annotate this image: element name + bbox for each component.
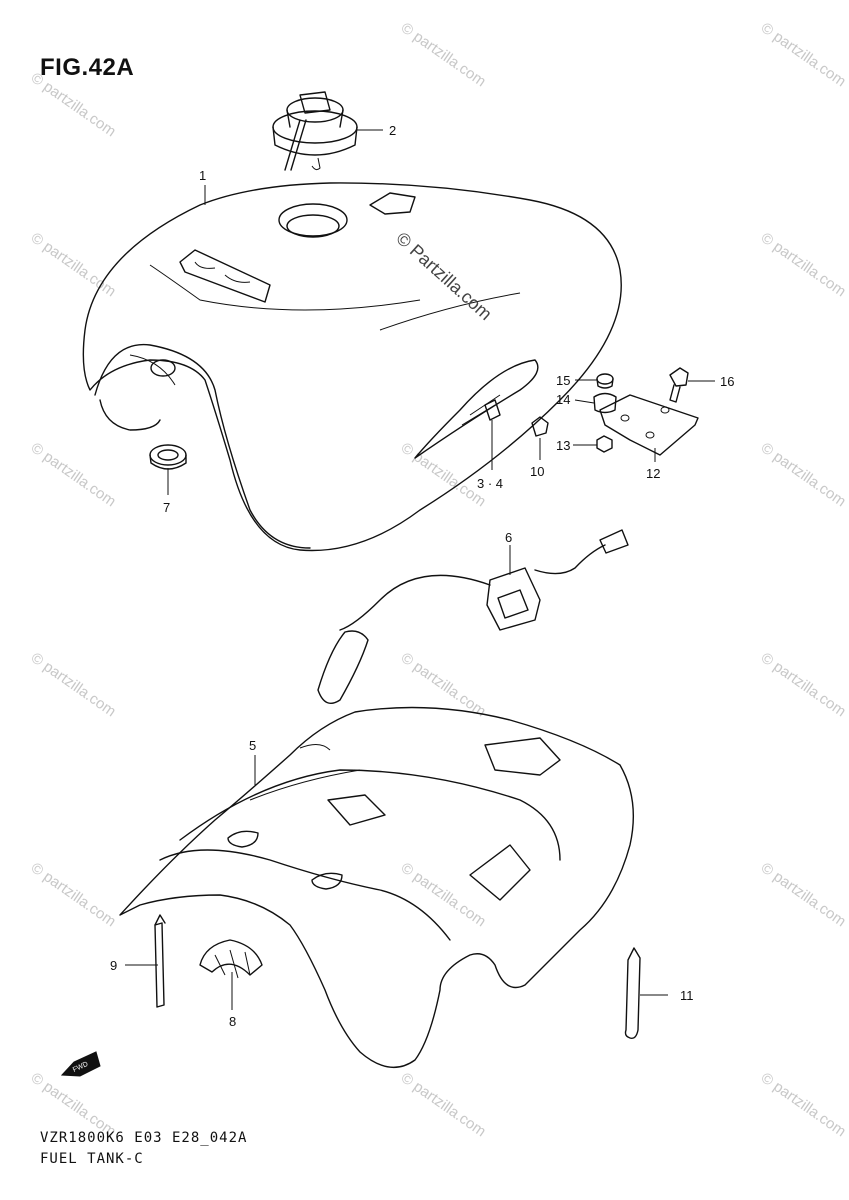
part-band-11[interactable]	[624, 947, 641, 1040]
footer-code: VZR1800K6 E03 E28_042A	[40, 1130, 248, 1146]
callout-15: 15	[556, 373, 570, 388]
callout-10: 10	[530, 464, 544, 479]
watermark-text: © partzilla.com	[758, 859, 849, 930]
leader-lines	[125, 129, 715, 1010]
part-grommet-7[interactable]	[149, 444, 187, 470]
part-tie-strap-9[interactable]	[154, 914, 166, 1008]
watermark-text: © partzilla.com	[758, 649, 849, 720]
callout-7: 7	[163, 500, 170, 515]
callout-labels: 1 2 3 · 4 5 6 7 8 9 10 11 12 13 14 15 16	[110, 123, 734, 1029]
figure-title: FIG.42A	[40, 54, 135, 81]
callout-13: 13	[556, 438, 570, 453]
watermark-text: © partzilla.com	[28, 229, 119, 300]
callout-6: 6	[505, 530, 512, 545]
callout-12: 12	[646, 466, 660, 481]
part-clip-10[interactable]	[531, 416, 549, 437]
callout-14: 14	[556, 392, 570, 407]
part-fuel-gauge-6[interactable]	[317, 529, 629, 704]
watermark-text: © partzilla.com	[758, 229, 849, 300]
watermark-text: © partzilla.com	[28, 69, 119, 140]
callout-3-4: 3 · 4	[477, 476, 503, 491]
part-fuel-cap[interactable]	[272, 91, 358, 171]
watermark-text: © partzilla.com	[758, 19, 849, 90]
part-cushion-14[interactable]	[593, 392, 617, 414]
callout-1: 1	[199, 168, 206, 183]
callout-5: 5	[249, 738, 256, 753]
callout-16: 16	[720, 374, 734, 389]
part-bracket-12[interactable]	[599, 394, 699, 456]
footer-name: FUEL TANK-C	[40, 1151, 144, 1167]
part-clamp-8[interactable]	[199, 939, 263, 979]
part-clip-3-4[interactable]	[484, 399, 501, 470]
forward-arrow-icon: FWD	[60, 1051, 101, 1077]
watermark-text: © partzilla.com	[28, 859, 119, 930]
watermark-text: © partzilla.com	[398, 649, 489, 720]
watermark-text: © partzilla.com	[398, 1069, 489, 1140]
part-fuel-tank[interactable]	[82, 182, 622, 552]
watermark-text: © partzilla.com	[398, 859, 489, 930]
part-cushion-15[interactable]	[596, 373, 614, 389]
callout-9: 9	[110, 958, 117, 973]
callout-8: 8	[229, 1014, 236, 1029]
watermark-text: © partzilla.com	[28, 649, 119, 720]
watermark-text: © partzilla.com	[28, 439, 119, 510]
watermark-text: © partzilla.com	[398, 439, 489, 510]
part-nut-13[interactable]	[596, 435, 613, 453]
part-cover-5[interactable]	[119, 706, 634, 1069]
part-bolt-16[interactable]	[669, 367, 689, 403]
watermark-text: © partzilla.com	[398, 19, 489, 90]
callout-2: 2	[389, 123, 396, 138]
watermark-text: © partzilla.com	[758, 1069, 849, 1140]
watermark-text: © partzilla.com	[758, 439, 849, 510]
callout-11: 11	[680, 988, 694, 1003]
